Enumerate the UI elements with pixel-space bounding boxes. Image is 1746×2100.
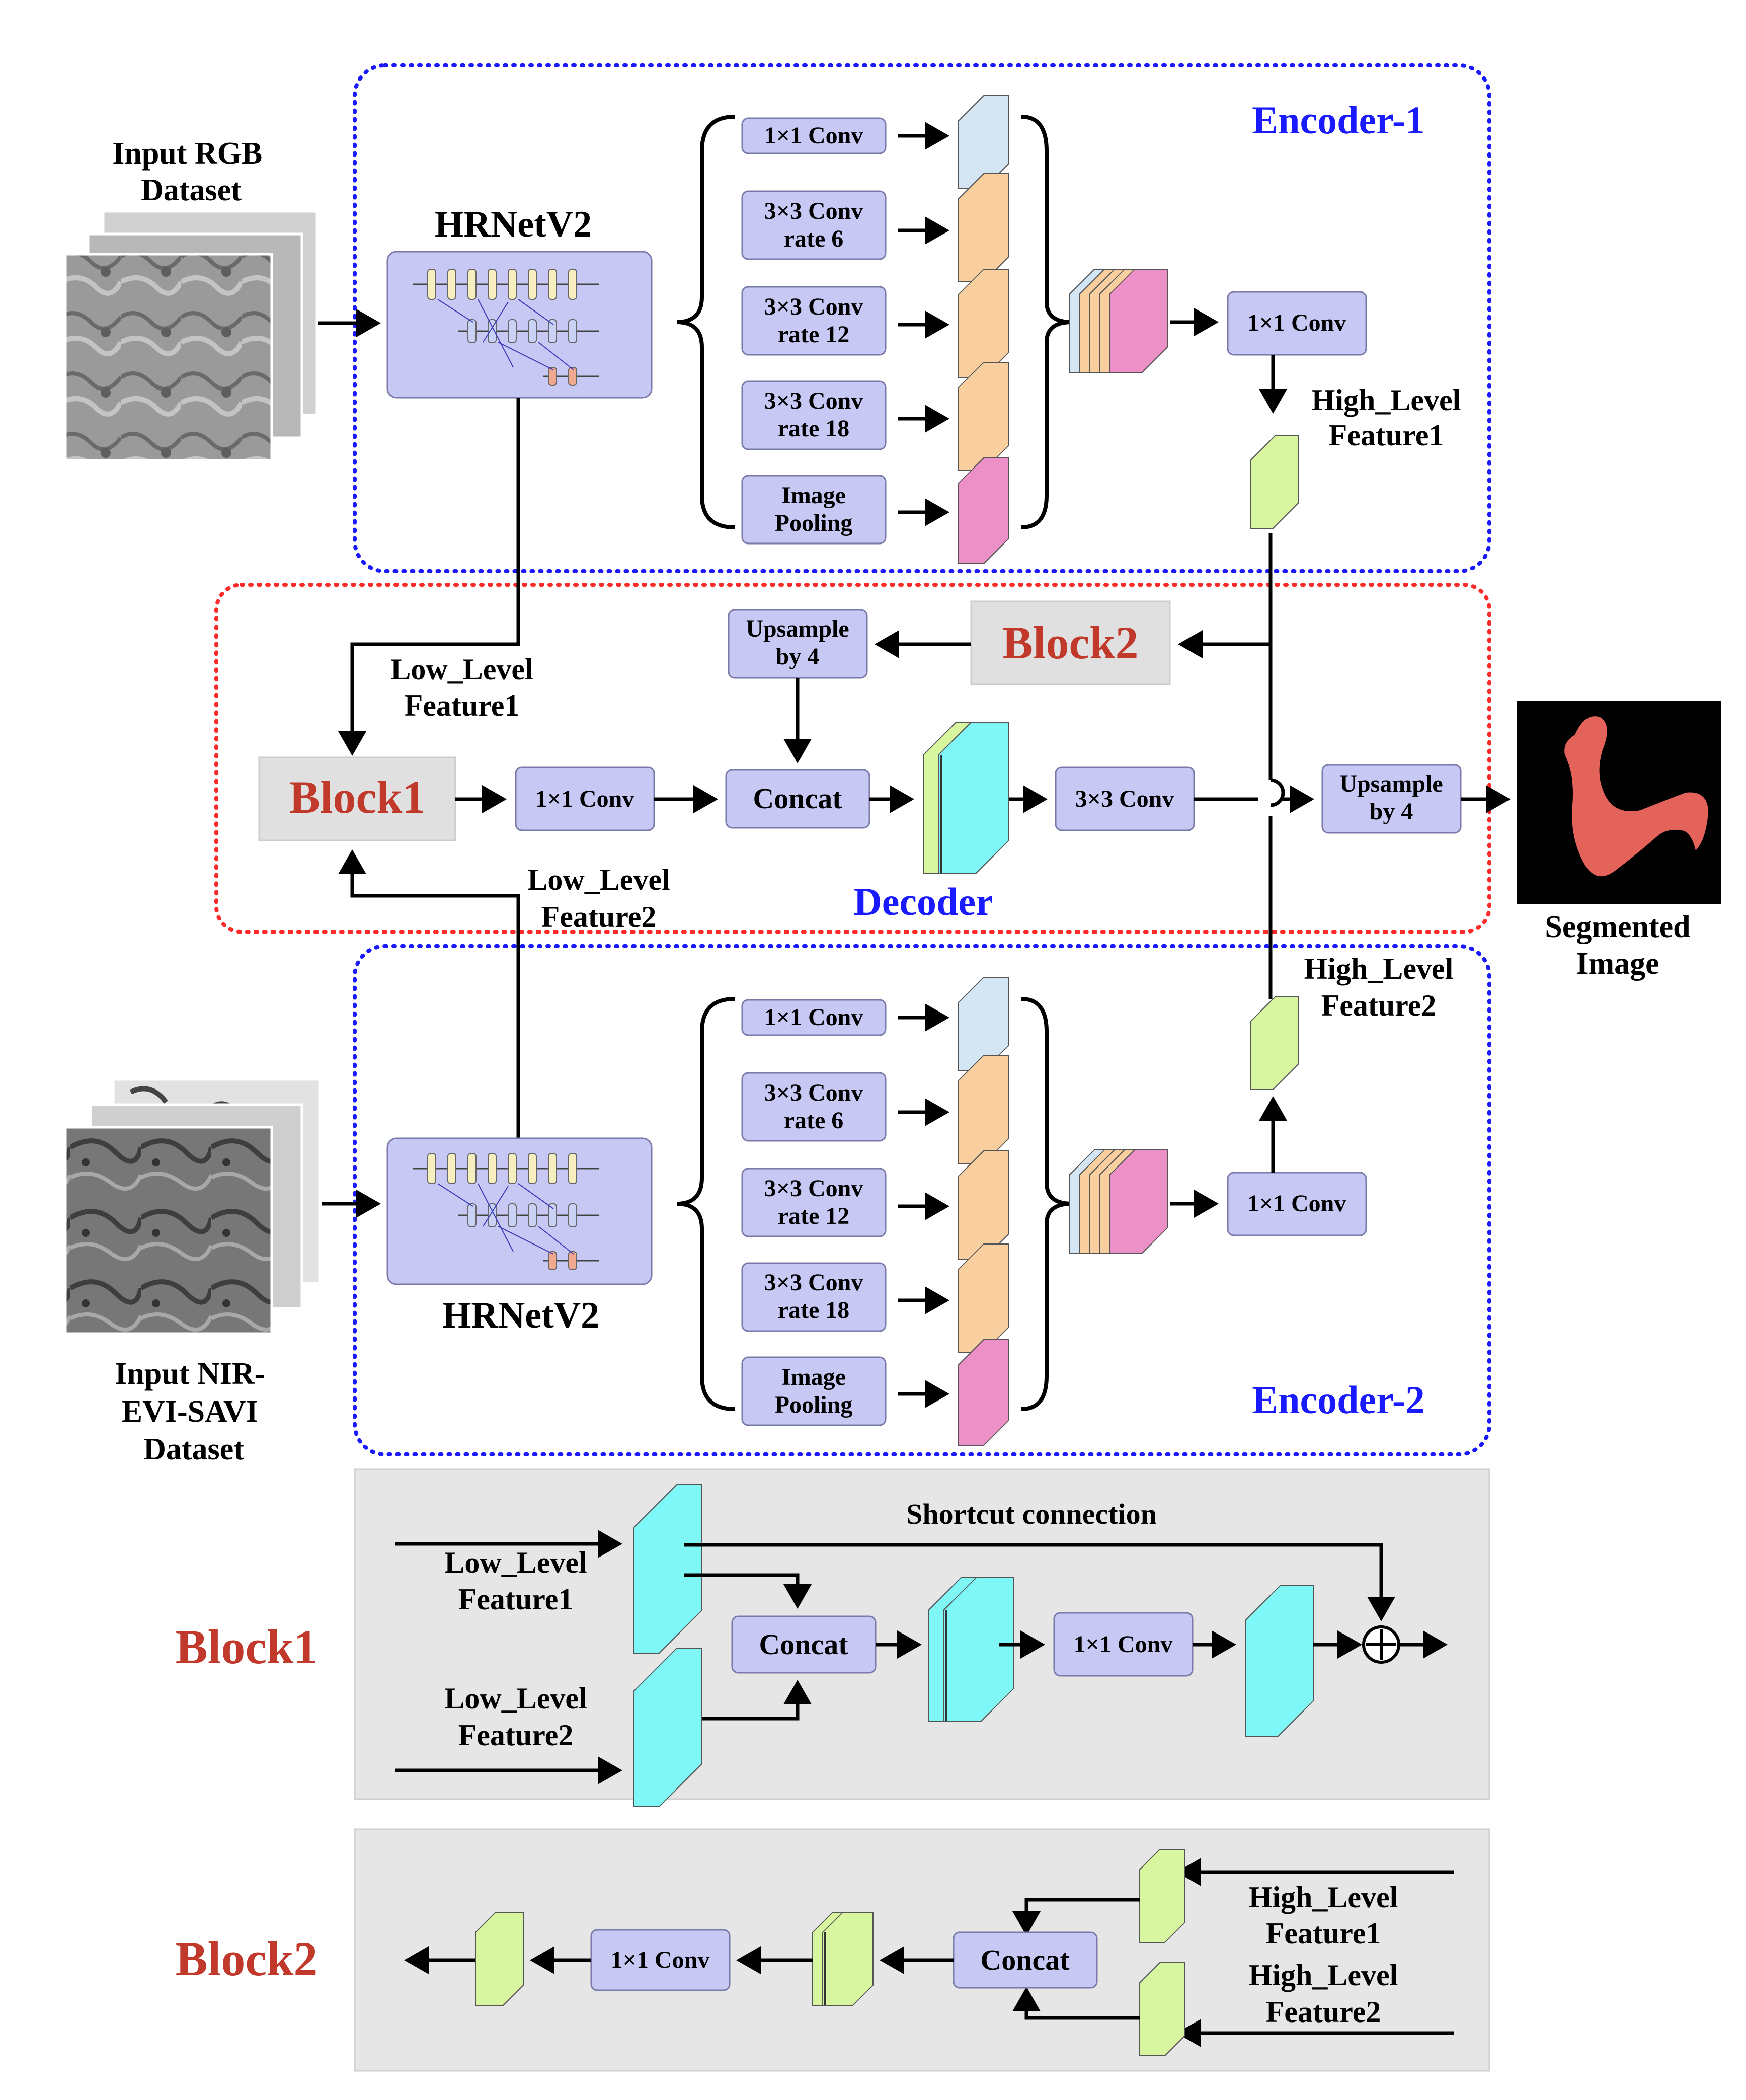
encoder-2-post-conv-label: 1×1 Conv xyxy=(1247,1190,1346,1217)
decoder-block2 xyxy=(970,600,1171,685)
decoder-block1 xyxy=(258,756,456,841)
block1-out-slab xyxy=(1245,1585,1314,1737)
high-level-feature1-slab xyxy=(1250,435,1299,529)
decoder-conv1x1-label: 1×1 Conv xyxy=(535,786,634,812)
decoder-title: Decoder xyxy=(853,880,993,923)
shortcut-label: Shortcut connection xyxy=(906,1498,1157,1530)
encoder-1-border xyxy=(353,63,1491,573)
block1-title: Block1 xyxy=(176,1620,318,1674)
hrnet-2-block xyxy=(386,1137,653,1285)
encoder-1-post-conv xyxy=(1227,291,1367,356)
encoder-1-feature-slabs xyxy=(958,95,1009,564)
encoder-1-left-brace xyxy=(676,115,735,529)
decoder-border xyxy=(214,583,1491,934)
rgb-input-images xyxy=(64,210,319,462)
hrnet-1-block xyxy=(386,251,653,399)
encoder-1-title: Encoder-1 xyxy=(1252,98,1425,142)
e1-branch-0-label: 1×1 Conv xyxy=(764,122,863,149)
block1-in1-slab xyxy=(633,1484,702,1654)
block1-in2-slab xyxy=(633,1648,702,1807)
high-level-feature2-slab xyxy=(1250,996,1299,1090)
encoder-2-concat-stack xyxy=(1069,1149,1168,1254)
decoder-block1-label: Block1 xyxy=(289,771,426,823)
decoder-block2-label: Block2 xyxy=(1002,617,1139,668)
decoder-concat-label: Concat xyxy=(753,782,842,815)
block2-title: Block2 xyxy=(176,1932,318,1986)
block1-concat-slabs xyxy=(928,1577,1014,1722)
hrnet-1-label: HRNetV2 xyxy=(435,204,592,245)
encoder-2: Encoder-2 Input NIR- EVI-SAVI Dataset xyxy=(64,944,1491,1466)
encoder-1-right-brace xyxy=(1021,115,1072,529)
encoder-2-feature-slabs xyxy=(958,977,1009,1446)
block1-conv-label: 1×1 Conv xyxy=(1074,1631,1173,1658)
decoder-conv3x3-label: 3×3 Conv xyxy=(1075,786,1174,812)
add-icon xyxy=(1362,1625,1400,1664)
encoder-2-right-brace xyxy=(1021,997,1072,1411)
block1-concat-label: Concat xyxy=(759,1628,848,1661)
block2-in2-slab xyxy=(1139,1962,1185,2056)
nir-input-label: Input NIR- EVI-SAVI Dataset xyxy=(115,1357,273,1466)
encoder-2-left-brace xyxy=(676,997,735,1411)
encoder-2-post-conv xyxy=(1227,1172,1367,1236)
encoder-1-concat-stack xyxy=(1069,269,1168,373)
segmented-region xyxy=(1564,716,1708,877)
block2-in1-slab xyxy=(1139,1849,1185,1943)
e2-branch-0-label: 1×1 Conv xyxy=(764,1004,863,1031)
rgb-input-label: Input RGB Dataset xyxy=(112,136,270,207)
block2-conv-label: 1×1 Conv xyxy=(611,1947,710,1973)
encoder-1: Encoder-1 Input RGB Dataset HRNetV2 xyxy=(64,63,1491,573)
hrnet-2-label: HRNetV2 xyxy=(442,1295,599,1336)
block2-out-slab xyxy=(475,1912,524,2006)
hrnet-2-icon xyxy=(413,1153,599,1270)
decoder-concat-slabs xyxy=(923,722,1009,874)
encoder-2-border xyxy=(353,944,1491,1456)
hrnet-1-icon xyxy=(413,269,599,386)
block2-concat-label: Concat xyxy=(980,1943,1070,1976)
encoder-2-title: Encoder-2 xyxy=(1252,1378,1425,1422)
encoder-1-post-conv-label: 1×1 Conv xyxy=(1247,309,1346,336)
nir-input-images xyxy=(64,1078,321,1335)
block2-concat-slabs xyxy=(812,1912,874,2006)
